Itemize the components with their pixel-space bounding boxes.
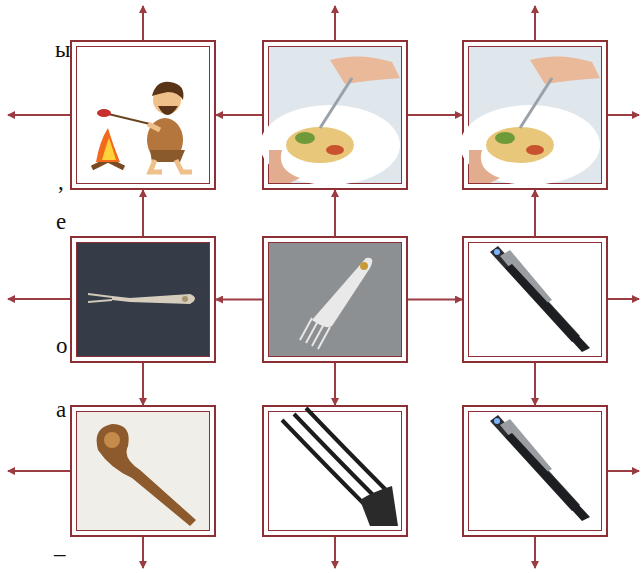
arrow-connector [534, 190, 536, 236]
arrow-connector [334, 190, 336, 236]
handle-picture [77, 412, 209, 530]
outward-arrow [334, 6, 336, 40]
outward-arrow [608, 114, 639, 116]
caveman-picture [77, 47, 209, 183]
arrow-connector [142, 190, 144, 236]
arrow-connector [334, 363, 336, 405]
outward-arrow [142, 6, 144, 40]
plate-picture [260, 47, 401, 185]
outward-arrow [8, 470, 70, 472]
arrow-connector [408, 299, 462, 301]
fork-picture [269, 243, 401, 356]
text-fragment: ы [55, 38, 70, 61]
arrow-connector [216, 114, 262, 116]
text-fragment: о [56, 334, 68, 357]
arrow-connector [534, 363, 536, 405]
outward-arrow [8, 114, 70, 116]
text-fragment: , [58, 170, 64, 193]
arrow-connector [408, 114, 462, 116]
outward-arrow [534, 537, 536, 568]
text-fragment: е [56, 210, 66, 233]
text-fragment: а [56, 398, 66, 421]
fork-picture [269, 408, 401, 530]
outward-arrow [142, 537, 144, 568]
outward-arrow [8, 298, 70, 300]
arrow-connector [216, 299, 262, 301]
fork-picture [77, 243, 209, 356]
arrow-connector [142, 363, 144, 405]
outward-arrow [608, 470, 639, 472]
outward-arrow [334, 537, 336, 568]
outward-arrow [534, 6, 536, 40]
fork-picture [469, 243, 601, 356]
outward-arrow [608, 298, 639, 300]
text-fragment: – [54, 542, 66, 565]
